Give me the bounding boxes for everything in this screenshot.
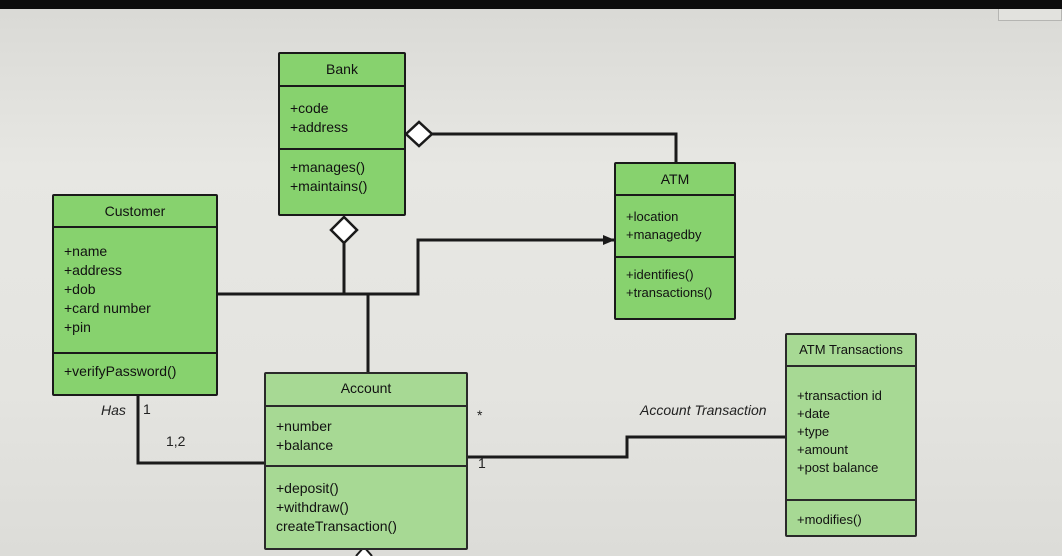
- atm-operations: +identifies() +transactions(): [616, 258, 734, 306]
- account-star-multiplicity: *: [477, 407, 483, 423]
- atm-transactions-attr-post-balance: +post balance: [797, 460, 879, 475]
- bank-class-name: Bank: [280, 54, 404, 87]
- account-op-withdraw: +withdraw(): [276, 499, 349, 515]
- account-attributes: +number +balance: [266, 407, 466, 467]
- bank-account-aggregation-diamond: [329, 215, 359, 245]
- account-transaction-line: [468, 435, 785, 459]
- account-op-create-transaction: createTransaction(): [276, 518, 397, 534]
- atm-transactions-attr-amount: +amount: [797, 442, 848, 457]
- customer-attr-address: +address: [64, 262, 122, 278]
- atm-transactions-attr-date: +date: [797, 406, 830, 421]
- bank-attributes: +code +address: [280, 87, 404, 150]
- customer-class[interactable]: Customer +name +address +dob +card numbe…: [52, 194, 218, 396]
- customer-class-name: Customer: [54, 196, 216, 228]
- bank-attr-code: +code: [290, 100, 329, 116]
- customer-attr-pin: +pin: [64, 319, 91, 335]
- has-label: Has: [101, 402, 126, 418]
- bank-class[interactable]: Bank +code +address +manages() +maintain…: [278, 52, 406, 216]
- atm-transactions-attr-transaction-id: +transaction id: [797, 388, 882, 403]
- customer-atm-association-line: [218, 235, 615, 296]
- account-attr-balance: +balance: [276, 437, 334, 453]
- atm-transactions-attributes: +transaction id +date +type +amount +pos…: [787, 367, 915, 501]
- atm-transactions-class[interactable]: ATM Transactions +transaction id +date +…: [785, 333, 917, 537]
- atm-transactions-op-modifies: +modifies(): [797, 512, 862, 527]
- atm-transactions-class-name: ATM Transactions: [787, 335, 915, 367]
- atm-attr-location: +location: [626, 209, 679, 224]
- customer-multiplicity: 1: [143, 401, 151, 417]
- account-operations: +deposit() +withdraw() createTransaction…: [266, 467, 466, 540]
- account-transaction-label: Account Transaction: [640, 402, 767, 418]
- atm-transactions-attr-type: +type: [797, 424, 830, 439]
- customer-attr-card-number: +card number: [64, 300, 151, 316]
- top-black-bar: [0, 0, 1062, 9]
- account-attr-number: +number: [276, 418, 332, 434]
- customer-attributes: +name +address +dob +card number +pin: [54, 228, 216, 354]
- customer-op-verify-password: +verifyPassword(): [64, 363, 177, 379]
- atm-attributes: +location +managedby: [616, 196, 734, 258]
- atm-transactions-operations: +modifies(): [787, 501, 915, 533]
- account-one-multiplicity: 1: [478, 455, 486, 471]
- atm-class[interactable]: ATM +location +managedby +identifies() +…: [614, 162, 736, 320]
- customer-account-has-line: [136, 396, 266, 465]
- customer-attr-dob: +dob: [64, 281, 96, 297]
- atm-op-identifies: +identifies(): [626, 267, 694, 282]
- bank-atm-aggregation-diamond: [404, 120, 434, 148]
- bank-attr-address: +address: [290, 119, 348, 135]
- bank-operations: +manages() +maintains(): [280, 150, 404, 200]
- account-customer-multiplicity: 1,2: [166, 433, 186, 449]
- customer-attr-name: +name: [64, 243, 108, 259]
- account-class-name: Account: [266, 374, 466, 407]
- atm-op-transactions: +transactions(): [626, 285, 713, 300]
- customer-operations: +verifyPassword(): [54, 354, 216, 385]
- bank-op-maintains: +maintains(): [290, 178, 368, 194]
- account-op-deposit: +deposit(): [276, 480, 339, 496]
- bank-op-manages: +manages(): [290, 159, 366, 175]
- bank-atm-aggregation-line: [432, 132, 678, 164]
- atm-class-name: ATM: [616, 164, 734, 196]
- atm-attr-managedby: +managedby: [626, 227, 702, 242]
- account-class[interactable]: Account +number +balance +deposit() +wit…: [264, 372, 468, 550]
